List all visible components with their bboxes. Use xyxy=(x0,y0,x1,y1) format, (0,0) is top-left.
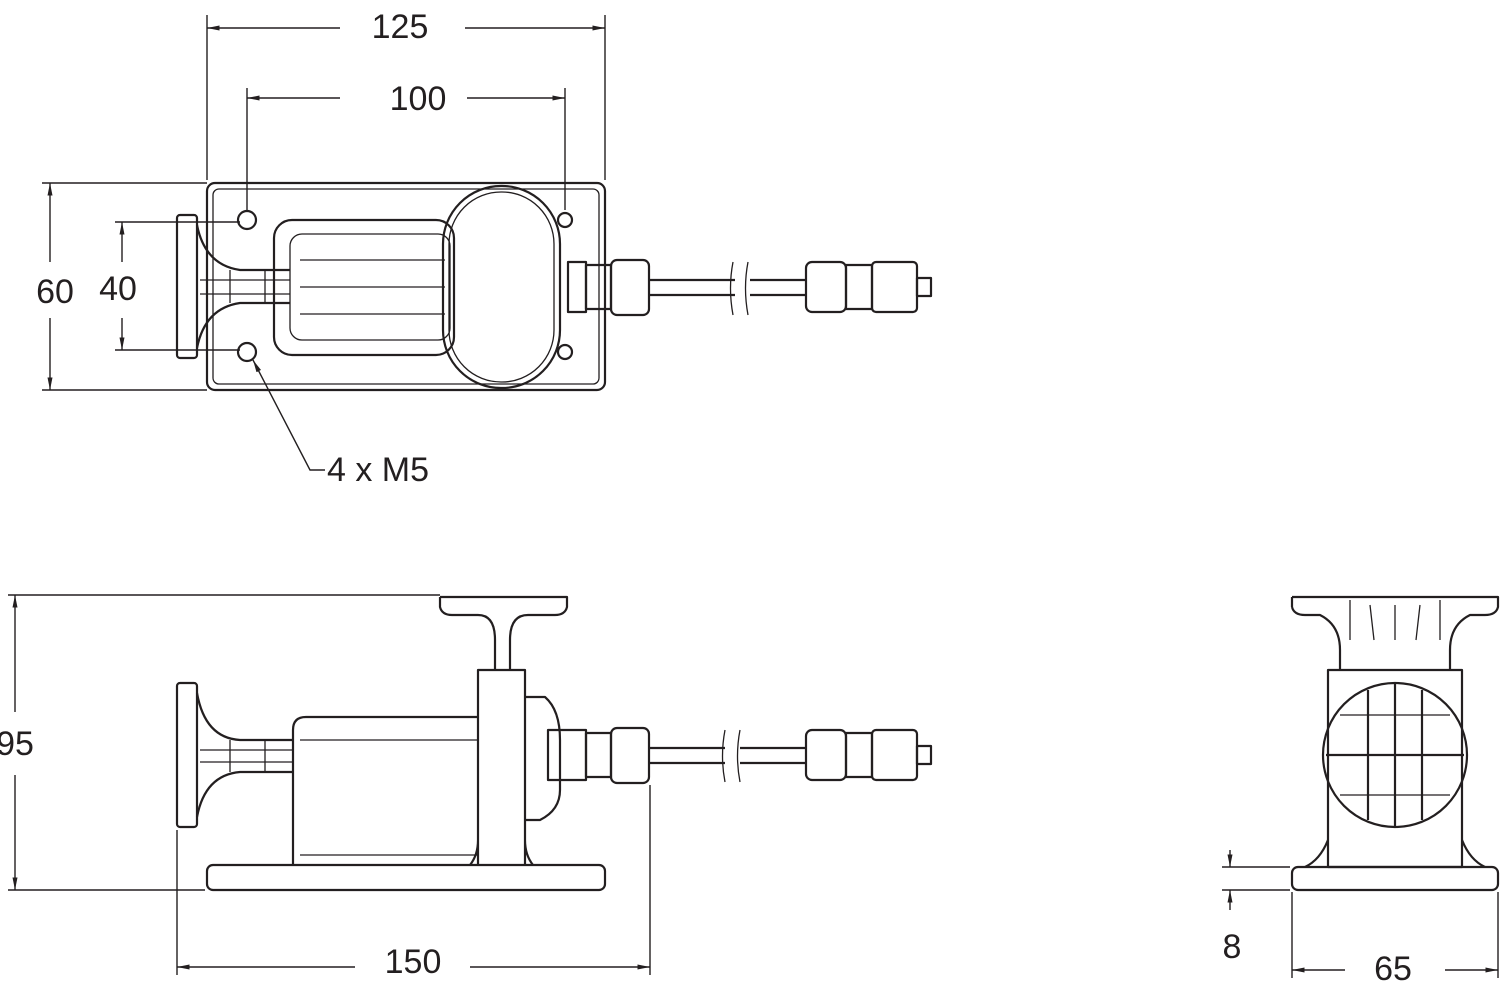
dim-65: 65 xyxy=(1374,950,1412,988)
dim-150: 150 xyxy=(385,943,442,981)
dim-125: 125 xyxy=(372,8,429,46)
mount-hole xyxy=(556,343,574,361)
side-view xyxy=(175,595,933,892)
dim-60: 60 xyxy=(36,273,74,311)
dim-40: 40 xyxy=(99,270,137,308)
mount-hole xyxy=(236,209,258,231)
hole-callout: 4 x M5 xyxy=(327,451,429,489)
mount-hole xyxy=(556,211,574,229)
end-view xyxy=(1290,595,1500,892)
side-view-dimensions: 95 150 xyxy=(0,594,651,981)
end-view-dimensions: 8 65 xyxy=(1222,850,1499,988)
top-view xyxy=(175,181,933,392)
mount-hole xyxy=(236,341,258,363)
dim-95: 95 xyxy=(0,725,34,763)
dim-100: 100 xyxy=(390,80,447,118)
top-view-dimensions: 125 100 60 40 4 x M5 xyxy=(36,8,606,489)
dim-8: 8 xyxy=(1223,928,1242,966)
